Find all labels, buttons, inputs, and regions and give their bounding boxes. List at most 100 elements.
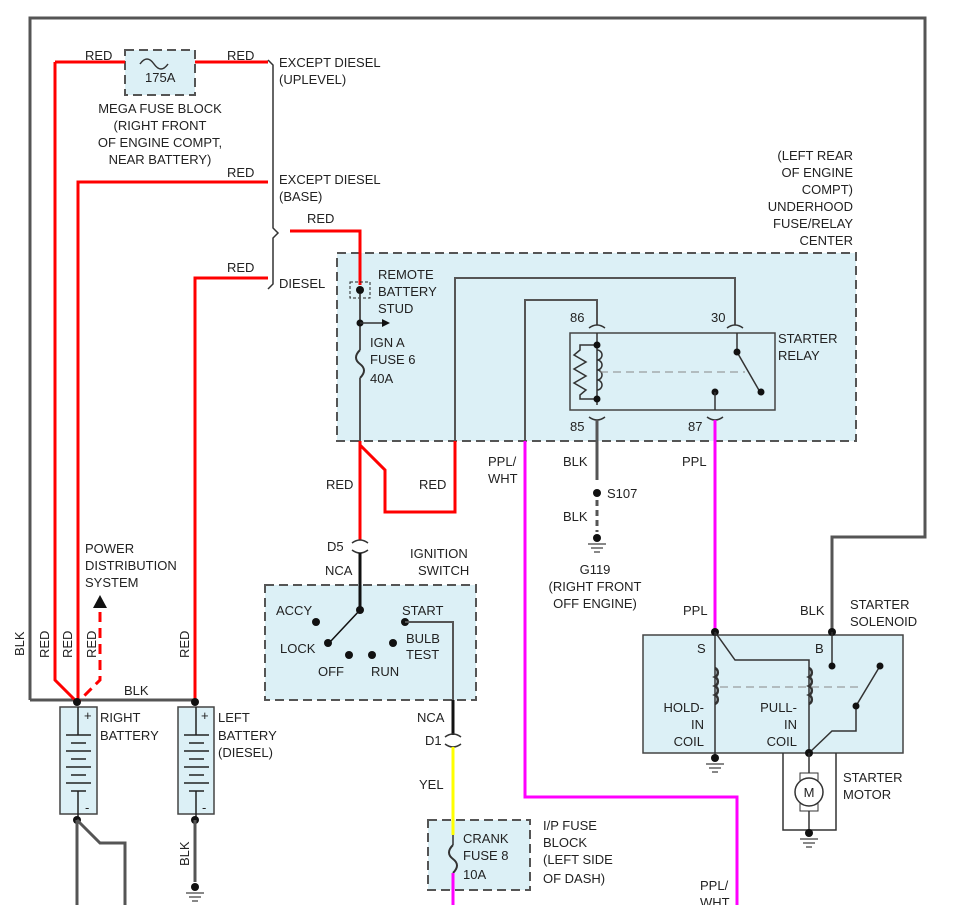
- svg-text:COIL: COIL: [767, 734, 797, 749]
- wire-label: PPL: [682, 454, 707, 469]
- svg-text:MEGA FUSE BLOCK: MEGA FUSE BLOCK: [98, 101, 222, 116]
- svg-text:CRANK: CRANK: [463, 831, 509, 846]
- feed-base-label: EXCEPT DIESEL: [279, 172, 381, 187]
- right-battery-label: BATTERY: [100, 728, 159, 743]
- svg-text:IN: IN: [691, 717, 704, 732]
- pos-bulb-test: BULB: [406, 631, 440, 646]
- wire-label: WHT: [700, 895, 730, 905]
- switch-arm: [329, 609, 361, 643]
- wire-label: PPL/: [700, 878, 729, 893]
- wire-label: BLK: [563, 454, 588, 469]
- ground-hold-coil-icon: [706, 754, 724, 773]
- pull-coil-line: [714, 631, 810, 753]
- relay-pin-30: 30: [711, 310, 725, 325]
- wire-label: RED: [326, 477, 353, 492]
- feed-bracket: [267, 59, 280, 290]
- right-battery-icon: [59, 698, 98, 824]
- wire-red-1: [53, 62, 79, 704]
- relay-label: RELAY: [778, 348, 820, 363]
- svg-text:IGN A: IGN A: [370, 335, 405, 350]
- arrow-right-head: [382, 319, 390, 327]
- wire-label: RED: [419, 477, 446, 492]
- pos-run: RUN: [371, 664, 399, 679]
- mega-fuse-block-box: [124, 49, 196, 96]
- pull-in-coil-icon: [806, 666, 814, 706]
- solenoid-contact: [808, 665, 881, 754]
- svg-text:10A: 10A: [463, 867, 486, 882]
- ignition-label: SWITCH: [418, 563, 469, 578]
- pos-accy: ACCY: [276, 603, 312, 618]
- relay-pin-connectors: [588, 324, 744, 421]
- relay-label: STARTER: [778, 331, 837, 346]
- wire-label: RED: [227, 48, 254, 63]
- wire-red-relay-30: [358, 441, 457, 514]
- feed-uplevel-label: EXCEPT DIESEL: [279, 55, 381, 70]
- solenoid-dot: [876, 662, 884, 670]
- pos-run-dot: [368, 651, 376, 659]
- relay-resistor-icon: [572, 344, 597, 400]
- svg-text:IN: IN: [784, 717, 797, 732]
- svg-text:OFF ENGINE): OFF ENGINE): [553, 596, 637, 611]
- relay-pin-87: 87: [688, 419, 702, 434]
- connector-d1-label: D1: [425, 733, 442, 748]
- wire-label: RED: [84, 631, 99, 658]
- ground-motor-icon: [800, 829, 818, 848]
- svg-text:POWER: POWER: [85, 541, 134, 556]
- svg-text:SYSTEM: SYSTEM: [85, 575, 138, 590]
- pos-bulb-test: TEST: [406, 647, 439, 662]
- right-battery-minus: -: [85, 800, 89, 815]
- right-battery-label: RIGHT: [100, 710, 141, 725]
- svg-text:(RIGHT FRONT: (RIGHT FRONT: [549, 579, 642, 594]
- wire-relay-30-feed: [454, 277, 736, 441]
- pos-lock: LOCK: [280, 641, 316, 656]
- pos-accy-dot: [312, 618, 320, 626]
- wire-label: RED: [227, 165, 254, 180]
- motor-label: MOTOR: [843, 787, 891, 802]
- left-battery-label: LEFT: [218, 710, 250, 725]
- svg-text:BLOCK: BLOCK: [543, 835, 587, 850]
- left-battery-minus: -: [202, 800, 206, 815]
- hold-in-coil-icon: [712, 666, 720, 706]
- svg-text:PULL-: PULL-: [760, 700, 797, 715]
- wire-label: RED: [37, 631, 52, 658]
- wire-label: RED: [85, 48, 112, 63]
- power-distribution-label: POWER DISTRIBUTION SYSTEM: [85, 541, 177, 590]
- svg-text:DISTRIBUTION: DISTRIBUTION: [85, 558, 177, 573]
- wire-label: BLK: [177, 841, 192, 866]
- fuse-175a-icon: [139, 58, 169, 70]
- wire-label: RED: [60, 631, 75, 658]
- svg-text:OF ENGINE COMPT,: OF ENGINE COMPT,: [98, 135, 222, 150]
- left-battery-plus: +: [201, 708, 209, 723]
- svg-text:FUSE/RELAY: FUSE/RELAY: [773, 216, 853, 231]
- wire-label: RED: [227, 260, 254, 275]
- starter-motor-icon: [794, 777, 824, 807]
- left-battery-icon: [177, 698, 215, 824]
- splice-label: S107: [607, 486, 637, 501]
- arrow-up-icon: [93, 595, 107, 608]
- feed-uplevel-label: (UPLEVEL): [279, 72, 346, 87]
- wire-label: NCA: [325, 563, 353, 578]
- solenoid-b-label: B: [815, 641, 824, 656]
- solenoid-s-label: S: [697, 641, 706, 656]
- wire-ppl-wht: [523, 441, 739, 905]
- wire-label: BLK: [124, 683, 149, 698]
- svg-text:COIL: COIL: [674, 734, 704, 749]
- fuse-ign-a-icon: [355, 349, 365, 379]
- svg-text:STUD: STUD: [378, 301, 413, 316]
- relay-dot: [593, 341, 601, 349]
- wire-right-battery-neg-2: [75, 818, 127, 905]
- svg-text:(LEFT SIDE: (LEFT SIDE: [543, 852, 613, 867]
- svg-text:BATTERY: BATTERY: [378, 284, 437, 299]
- wire-red-stud: [290, 229, 362, 285]
- svg-text:NEAR BATTERY): NEAR BATTERY): [109, 152, 212, 167]
- motor-symbol: M: [804, 785, 815, 800]
- feed-diesel-label: DIESEL: [279, 276, 325, 291]
- svg-text:CENTER: CENTER: [800, 233, 853, 248]
- fuse-crank-icon: [448, 844, 458, 874]
- left-battery-label: BATTERY: [218, 728, 277, 743]
